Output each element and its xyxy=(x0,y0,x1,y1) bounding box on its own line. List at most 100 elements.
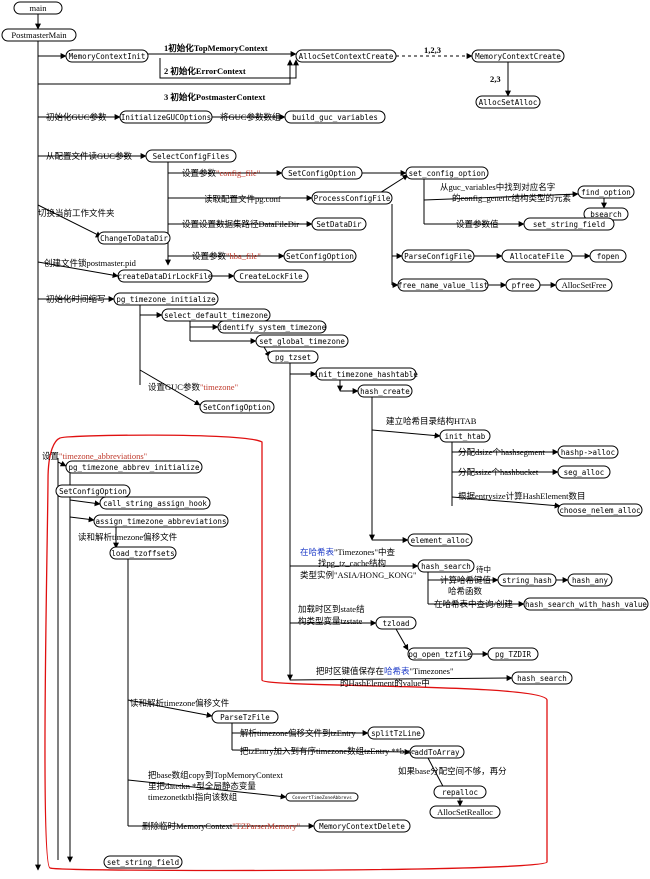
node-select-default-timezone[interactable]: select_default_timezone xyxy=(161,308,271,322)
svg-text:addToArray: addToArray xyxy=(414,748,460,757)
node-set-config-option-1[interactable]: SetConfigOption xyxy=(281,166,363,180)
svg-text:MemoryContextInit: MemoryContextInit xyxy=(69,52,146,61)
node-call-string-assign-hook[interactable]: call_string_assign_hook xyxy=(99,496,211,510)
svg-text:hash_any: hash_any xyxy=(572,576,609,585)
node-alloc-set-free[interactable]: AllocSetFree xyxy=(555,278,613,292)
label-steps-123: 1,2,3 xyxy=(424,45,441,55)
node-add-to-array[interactable]: addToArray xyxy=(409,745,465,759)
node-load-tzoffsets[interactable]: load_tzoffsets xyxy=(109,546,177,560)
svg-text:build_guc_variables: build_guc_variables xyxy=(292,113,378,122)
svg-text:ParseConfigFile: ParseConfigFile xyxy=(404,252,472,261)
node-repalloc[interactable]: repalloc xyxy=(433,785,487,799)
node-hash-search-1[interactable]: hash_search xyxy=(417,559,475,573)
node-element-alloc[interactable]: element_alloc xyxy=(407,533,473,547)
label-instance-asia: 类型实例"ASIA/HONG_KONG" xyxy=(300,570,417,580)
node-identify-system-timezone[interactable]: identify_system_timezone xyxy=(217,320,327,334)
node-memory-context-create[interactable]: MemoryContextCreate xyxy=(471,49,565,63)
node-select-config-files[interactable]: SelectConfigFiles xyxy=(145,149,237,163)
label-hash-key: 计算哈希键值 xyxy=(440,575,492,585)
node-pg-timezone-initialize[interactable]: pg_timezone_initialize xyxy=(113,292,219,306)
node-parse-tz-file[interactable]: ParseTzFile xyxy=(211,710,279,724)
node-postmaster-main[interactable]: PostmasterMain xyxy=(1,28,77,42)
svg-text:hash_search: hash_search xyxy=(421,562,471,571)
node-find-option[interactable]: find_option xyxy=(577,185,635,199)
node-pg-timezone-abbrev-initialize[interactable]: pg_timezone_abbrev_initialize xyxy=(65,460,203,474)
node-alloc-set-context-create[interactable]: AllocSetContextCreate xyxy=(295,49,397,63)
node-set-config-option-4[interactable]: SetConfigOption xyxy=(55,484,131,498)
node-main[interactable]: main xyxy=(13,1,63,15)
svg-text:AllocSetAlloc: AllocSetAlloc xyxy=(479,98,538,107)
node-set-config-option-3[interactable]: SetConfigOption xyxy=(199,400,275,414)
node-change-to-data-dir[interactable]: ChangeToDataDir xyxy=(97,231,171,245)
svg-text:seg_alloc: seg_alloc xyxy=(564,468,605,477)
svg-text:main: main xyxy=(30,3,48,13)
node-split-tz-line[interactable]: splitTzLine xyxy=(367,726,425,740)
svg-text:choose_nelem_alloc: choose_nelem_alloc xyxy=(559,506,640,515)
node-parse-config-file[interactable]: ParseConfigFile xyxy=(401,249,475,263)
node-string-hash[interactable]: string_hash xyxy=(497,573,557,587)
label-read-pg-conf: 读取配置文件pg.conf xyxy=(204,194,281,204)
svg-text:hash_search: hash_search xyxy=(517,674,567,683)
node-alloc-set-realloc[interactable]: AllocSetRealloc xyxy=(429,805,501,819)
node-set-global-timezone[interactable]: set_global_timezone xyxy=(255,334,349,348)
label-delete-temp: 删除临时MemoryContext"TZParserMemory" xyxy=(142,821,300,831)
svg-text:tzload: tzload xyxy=(382,619,409,628)
label-load-tz-2: 构类型变量tzstate xyxy=(298,616,362,626)
node-create-lock-file[interactable]: CreateLockFile xyxy=(233,269,309,283)
node-hashp-alloc[interactable]: hashp->alloc xyxy=(557,445,619,459)
svg-text:set_string_field: set_string_field xyxy=(533,220,605,229)
node-pg-tzset[interactable]: pg_tzset xyxy=(267,350,319,364)
node-hash-create[interactable]: hash_create xyxy=(357,384,413,398)
svg-text:set_string_field: set_string_field xyxy=(107,858,179,867)
node-initialize-guc-options[interactable]: InitializeGUCOptions xyxy=(119,110,213,124)
label-find-create: 在哈希表中查询/创建 xyxy=(434,599,513,609)
node-allocate-file[interactable]: AllocateFile xyxy=(501,249,573,263)
svg-text:set_global_timezone: set_global_timezone xyxy=(259,337,345,346)
node-set-string-field-1[interactable]: set_string_field xyxy=(523,217,615,231)
node-assign-timezone-abbreviations[interactable]: assign_timezone_abbreviations xyxy=(93,514,229,528)
label-store-key-2: 的HashElement的value中 xyxy=(340,678,430,688)
node-process-config-file[interactable]: ProcessConfigFile xyxy=(311,191,393,205)
svg-text:string_hash: string_hash xyxy=(502,576,552,585)
node-init-htab[interactable]: init_htab xyxy=(439,429,491,443)
node-create-data-dir-lock-file[interactable]: createDataDirLockFile xyxy=(117,269,213,283)
label-init-guc: 初始化GUC参数 xyxy=(46,112,107,122)
node-set-string-field-2[interactable]: set_string_field xyxy=(103,855,183,869)
svg-text:free_name_value_list: free_name_value_list xyxy=(398,281,488,290)
node-init-timezone-hashtable[interactable]: init_timezone_hashtable xyxy=(314,367,418,381)
node-memory-context-delete[interactable]: MemoryContextDelete xyxy=(313,819,411,833)
svg-text:element_alloc: element_alloc xyxy=(411,536,470,545)
node-pfree[interactable]: pfree xyxy=(505,278,541,292)
svg-text:hash_search_with_hash_value: hash_search_with_hash_value xyxy=(525,600,647,609)
node-choose-nelem-alloc[interactable]: choose_nelem_alloc xyxy=(557,503,643,517)
node-free-name-value-list[interactable]: free_name_value_list xyxy=(397,278,489,292)
label-find-pg-tz-cache: 找pg_tz_cache结构 xyxy=(318,558,386,568)
node-set-config-option-lower[interactable]: set_config_option xyxy=(405,166,489,180)
svg-text:pfree: pfree xyxy=(512,281,535,290)
label-load-tz-1: 加载时区到state结 xyxy=(298,604,365,614)
node-convert-tz-config[interactable]: ConvertTimeZoneAbbrevs xyxy=(285,792,359,802)
node-pg-tzdir[interactable]: pg_TZDIR xyxy=(487,647,539,661)
node-set-config-option-2[interactable]: SetConfigOption xyxy=(283,249,357,263)
node-alloc-set-alloc[interactable]: AllocSetAlloc xyxy=(475,95,541,109)
node-seg-alloc[interactable]: seg_alloc xyxy=(557,465,611,479)
label-guc-to-array: 将GUC参数数组 xyxy=(220,112,281,122)
node-tzload[interactable]: tzload xyxy=(375,616,417,630)
node-fopen[interactable]: fopen xyxy=(589,249,627,263)
label-switch-workdir: 切换当前工作文件夹 xyxy=(38,208,115,218)
label-init-postmaster: 3 初始化PostmasterContext xyxy=(164,92,265,102)
svg-text:set_config_option: set_config_option xyxy=(409,169,486,178)
node-hash-search-with-hash-value[interactable]: hash_search_with_hash_value xyxy=(523,597,649,611)
node-memory-context-init[interactable]: MemoryContextInit xyxy=(65,49,149,63)
node-build-guc-variables[interactable]: build_guc_variables xyxy=(284,110,386,124)
node-pg-open-tzfile[interactable]: pg_open_tzfile xyxy=(407,647,473,661)
node-set-data-dir[interactable]: SetDataDir xyxy=(311,217,367,231)
svg-text:SetDataDir: SetDataDir xyxy=(316,220,362,229)
svg-text:MemoryContextDelete: MemoryContextDelete xyxy=(319,822,405,831)
node-hash-search-2[interactable]: hash_search xyxy=(511,671,573,685)
node-hash-any[interactable]: hash_any xyxy=(567,573,613,587)
svg-text:ParseTzFile: ParseTzFile xyxy=(220,713,270,722)
svg-text:load_tzoffsets: load_tzoffsets xyxy=(111,549,174,558)
svg-text:select_default_timezone: select_default_timezone xyxy=(164,311,268,320)
svg-text:find_option: find_option xyxy=(581,188,631,197)
